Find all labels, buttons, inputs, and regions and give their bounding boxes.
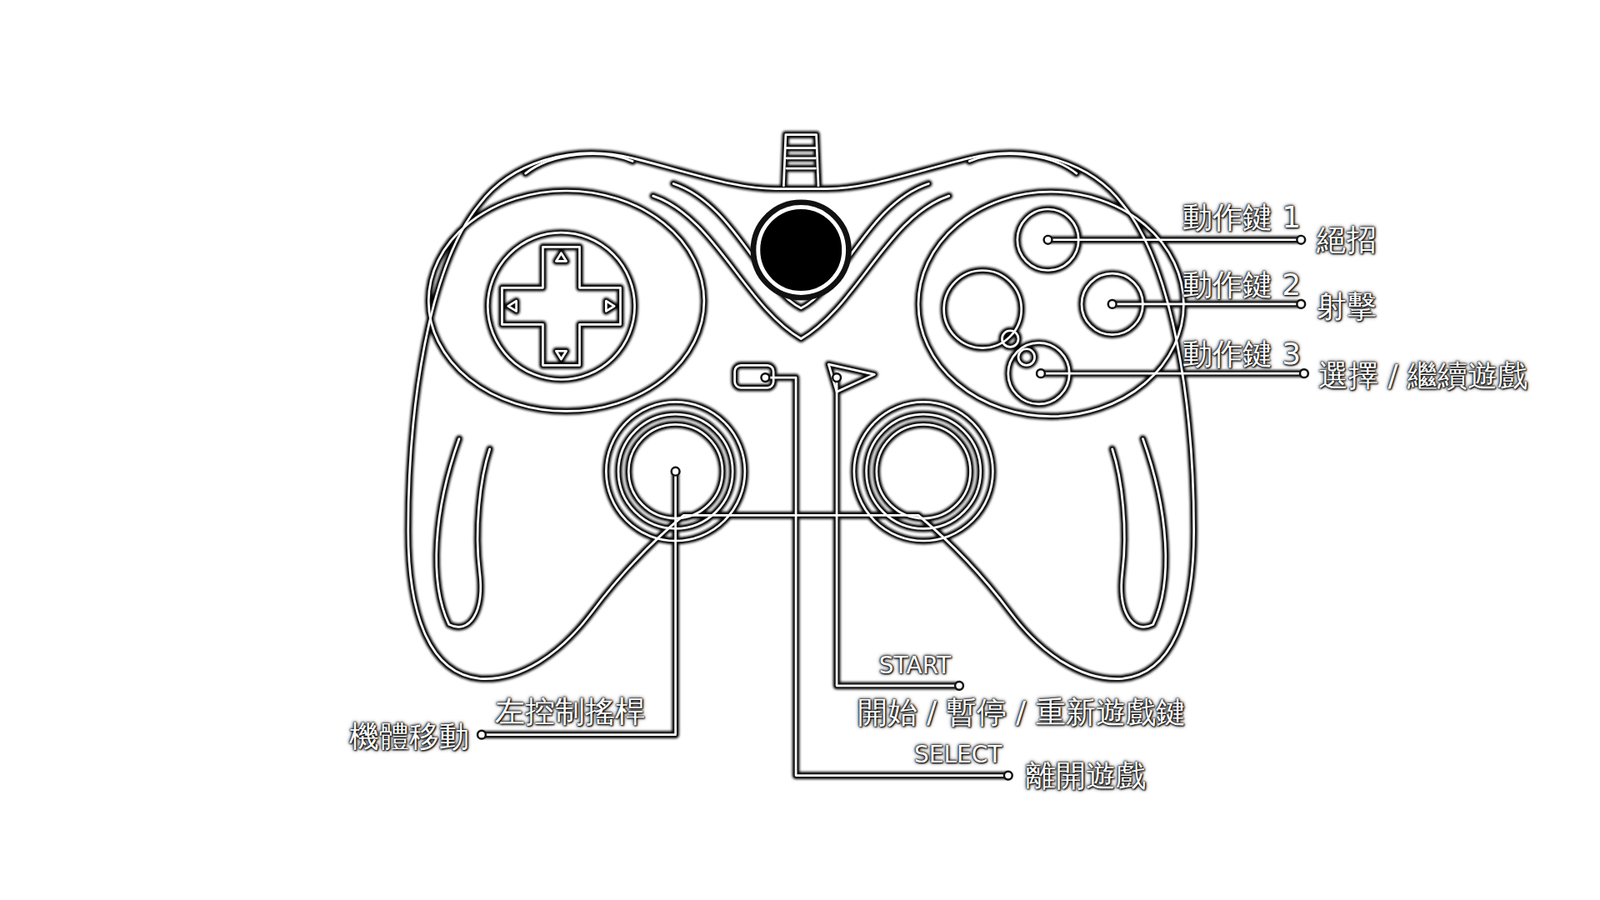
action-label: 射擊 [1316,290,1377,324]
action-label: 離開遊戲 [1025,759,1146,793]
button-label: SELECT [914,742,1002,769]
button-label: START [879,653,951,680]
button-label: 動作鍵 2 [1182,268,1301,302]
action-label: 選擇 / 繼續遊戲 [1318,359,1528,393]
button-label: 動作鍵 3 [1182,337,1301,371]
stick-label: 左控制搖桿 [495,695,645,729]
action-label: 絕招 [1316,223,1377,257]
action-label: 開始 / 暫停 / 重新遊戲鍵 [857,695,1186,730]
action-label: 機體移動 [349,720,470,754]
button-label: 動作鍵 1 [1182,200,1301,235]
